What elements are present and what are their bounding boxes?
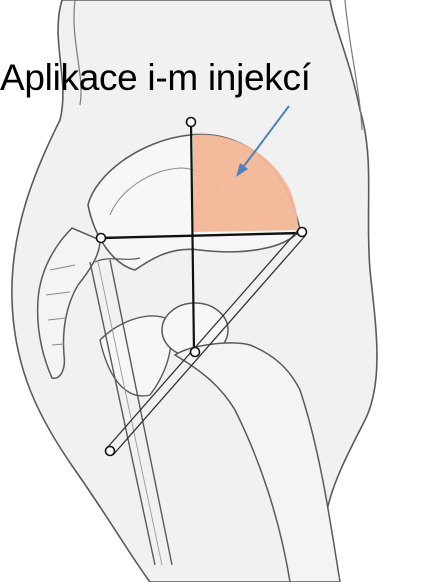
landmark-point-top [187,118,196,127]
landmark-point-left [97,234,106,243]
landmark-point-bottom [106,447,115,456]
landmark-point-right [298,228,307,237]
diagram-caption: Aplikace i-m injekcí [0,56,311,100]
landmark-point-center [191,348,200,357]
